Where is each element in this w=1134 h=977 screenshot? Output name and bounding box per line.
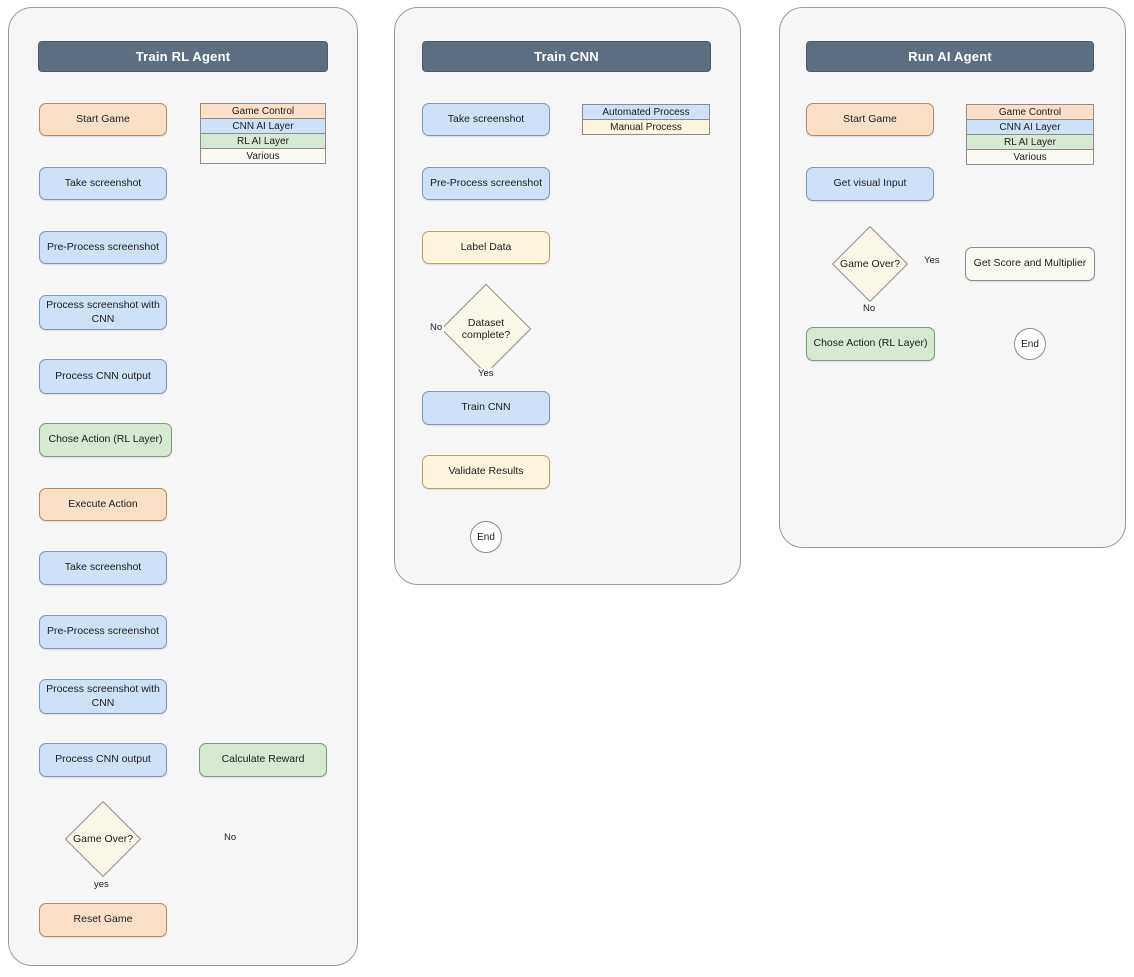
- legend-item-game-control: Game Control: [966, 104, 1094, 120]
- edge-label-run-game-over-yes: Yes: [922, 255, 942, 266]
- legend-run-ai-agent: Game Control CNN AI Layer RL AI Layer Va…: [966, 104, 1094, 165]
- node-take-screenshot-1[interactable]: Take screenshot: [39, 167, 167, 200]
- node-cnn-validate-results[interactable]: Validate Results: [422, 455, 550, 489]
- node-dataset-complete-label: Dataset complete?: [461, 316, 511, 341]
- node-cnn-train-cnn[interactable]: Train CNN: [422, 391, 550, 425]
- edge-label-game-over-no: No: [222, 832, 239, 843]
- node-reset-game[interactable]: Reset Game: [39, 903, 167, 937]
- legend-item-game-control: Game Control: [200, 103, 326, 119]
- legend-item-rl-ai-layer: RL AI Layer: [200, 133, 326, 149]
- node-chose-action-rl-layer[interactable]: Chose Action (RL Layer): [39, 423, 172, 457]
- edge-label-game-over-yes: yes: [92, 879, 111, 890]
- panel-title-train-rl-agent: Train RL Agent: [38, 41, 328, 72]
- legend-item-cnn-ai-layer: CNN AI Layer: [200, 118, 326, 134]
- legend-item-rl-ai-layer: RL AI Layer: [966, 134, 1094, 150]
- legend-item-various: Various: [966, 149, 1094, 165]
- node-cnn-end[interactable]: End: [470, 521, 502, 553]
- node-start-game[interactable]: Start Game: [39, 103, 167, 136]
- node-process-screenshot-with-cnn-2[interactable]: Process screenshot with CNN: [39, 679, 167, 714]
- legend-item-cnn-ai-layer: CNN AI Layer: [966, 119, 1094, 135]
- node-game-over-decision[interactable]: Game Over?: [64, 800, 142, 878]
- node-pre-process-screenshot-1[interactable]: Pre-Process screenshot: [39, 231, 167, 264]
- node-take-screenshot-2[interactable]: Take screenshot: [39, 551, 167, 585]
- node-run-end[interactable]: End: [1014, 328, 1046, 360]
- edge-label-dataset-no: No: [428, 322, 445, 333]
- node-run-game-over-decision[interactable]: Game Over?: [831, 225, 909, 303]
- node-get-visual-input[interactable]: Get visual Input: [806, 167, 934, 201]
- legend-item-automated-process: Automated Process: [582, 104, 710, 120]
- node-process-cnn-output-2[interactable]: Process CNN output: [39, 743, 167, 777]
- node-process-cnn-output-1[interactable]: Process CNN output: [39, 359, 167, 394]
- node-dataset-complete-decision[interactable]: Dataset complete?: [440, 283, 532, 375]
- legend-train-cnn: Automated Process Manual Process: [582, 104, 710, 135]
- edge-label-run-game-over-no: No: [861, 303, 878, 314]
- edge-label-dataset-yes: Yes: [476, 368, 496, 379]
- legend-item-manual-process: Manual Process: [582, 119, 710, 135]
- node-cnn-label-data[interactable]: Label Data: [422, 231, 550, 264]
- node-execute-action[interactable]: Execute Action: [39, 488, 167, 521]
- node-game-over-label: Game Over?: [72, 832, 134, 845]
- node-cnn-take-screenshot[interactable]: Take screenshot: [422, 103, 550, 136]
- legend-item-various: Various: [200, 148, 326, 164]
- node-cnn-pre-process-screenshot[interactable]: Pre-Process screenshot: [422, 167, 550, 200]
- node-run-chose-action-rl-layer[interactable]: Chose Action (RL Layer): [806, 327, 935, 361]
- node-run-game-over-label: Game Over?: [839, 257, 901, 270]
- node-get-score-and-multiplier[interactable]: Get Score and Multiplier: [965, 247, 1095, 281]
- node-calculate-reward[interactable]: Calculate Reward: [199, 743, 327, 777]
- panel-train-rl-agent: [8, 7, 358, 966]
- panel-train-cnn: [394, 7, 741, 585]
- node-process-screenshot-with-cnn-1[interactable]: Process screenshot with CNN: [39, 295, 167, 330]
- node-run-start-game[interactable]: Start Game: [806, 103, 934, 136]
- node-pre-process-screenshot-2[interactable]: Pre-Process screenshot: [39, 615, 167, 649]
- panel-title-train-cnn: Train CNN: [422, 41, 711, 72]
- legend-train-rl-agent: Game Control CNN AI Layer RL AI Layer Va…: [200, 103, 326, 164]
- panel-title-run-ai-agent: Run AI Agent: [806, 41, 1094, 72]
